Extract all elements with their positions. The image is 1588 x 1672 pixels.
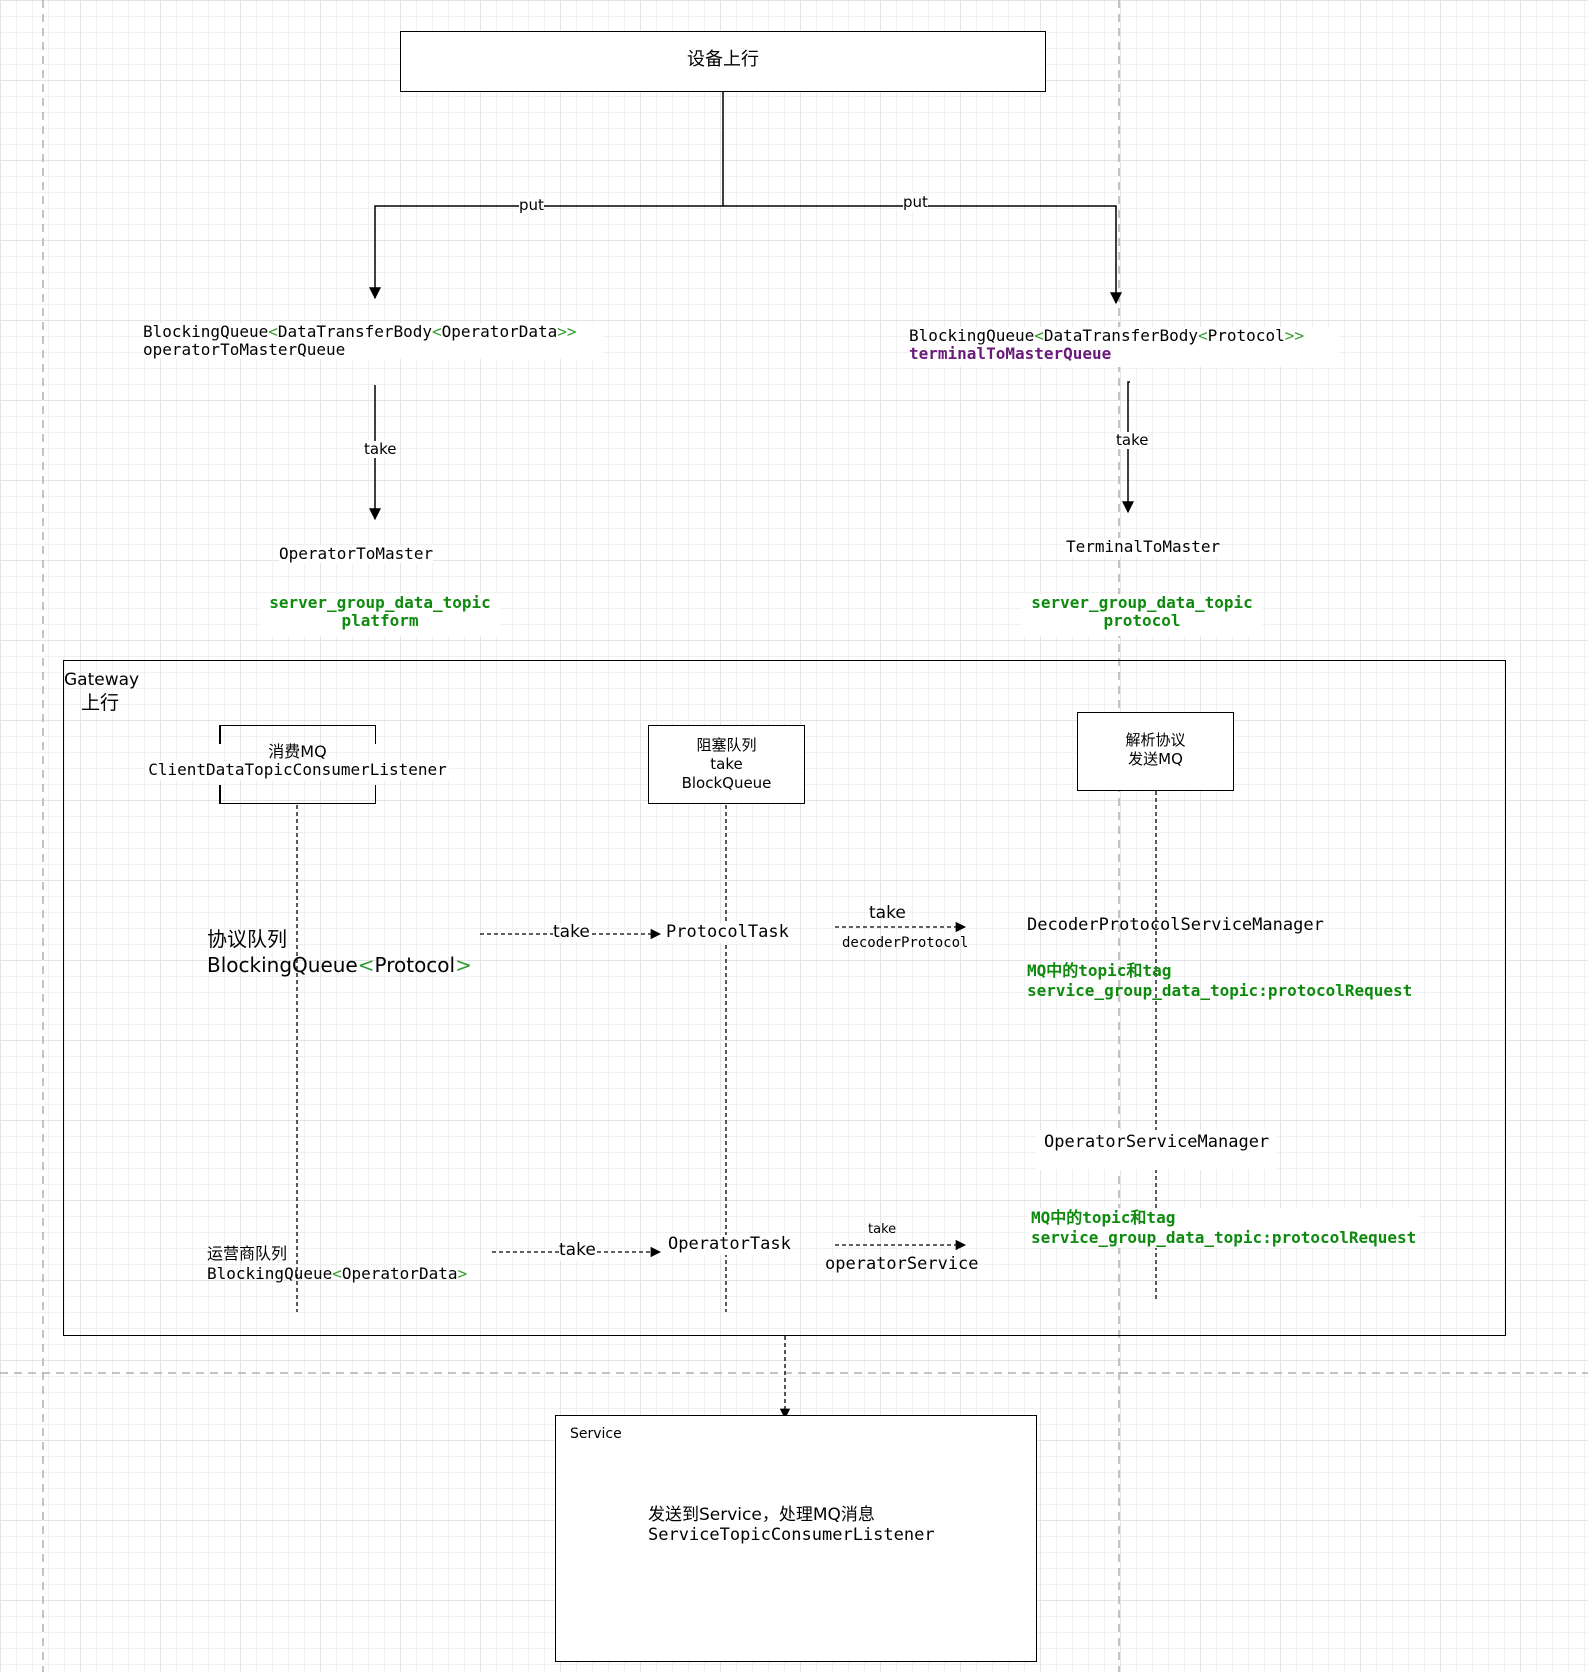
block-line2: take [710, 755, 743, 773]
right-queue-lt1: < [1034, 326, 1044, 345]
left-queue-lt1: < [268, 322, 278, 341]
take-operator-label: take [559, 1240, 596, 1261]
right-queue-var: terminalToMasterQueue [909, 344, 1112, 364]
left-queue-param: OperatorData [441, 322, 558, 341]
decoder-protocol-label: decoderProtocol [842, 935, 969, 951]
device-upstream-node[interactable]: 设备上行 [400, 31, 1046, 92]
take-protocol-label: take [553, 922, 590, 943]
service-description: 发送到Service，处理MQ消息 ServiceTopicConsumerLi… [648, 1505, 935, 1545]
parse-line2: 发送MQ [1128, 750, 1183, 768]
left-queue-inner: DataTransferBody [277, 322, 432, 341]
left-master-topic-name: server_group_data_topic [269, 593, 491, 612]
right-queue-lt2: < [1198, 326, 1208, 345]
consumer-mq-box[interactable] [219, 725, 376, 804]
take-right-connector [1122, 381, 1134, 514]
block-queue-label: 阻塞队列 take BlockQueue [649, 736, 804, 793]
consumer-mq-label: 消费MQ ClientDataTopicConsumerListener [120, 742, 475, 781]
take-service-label: take [868, 1222, 897, 1237]
mq1-line2: service_group_data_topic:protocolRequest [1027, 981, 1413, 1000]
protocol-task-label: ProtocolTask [664, 922, 791, 943]
right-master-topic-tag: protocol [1103, 611, 1181, 631]
protocol-queue-lt: < [357, 953, 375, 977]
take-left-label: take [364, 440, 397, 459]
mq-topic-tag-2: MQ中的topic和tag service_group_data_topic:p… [1029, 1208, 1419, 1248]
left-queue-lt2: < [432, 322, 442, 341]
operator-queue-lt: < [332, 1264, 342, 1283]
block-line1: 阻塞队列 [696, 736, 757, 754]
operator-task-label: OperatorTask [666, 1234, 793, 1255]
protocol-queue-label: 协议队列 BlockingQueue<Protocol> [207, 926, 472, 978]
protocol-queue-param: Protocol [374, 953, 456, 977]
protocol-queue-line1: 协议队列 [207, 927, 287, 951]
right-master-topic-name: server_group_data_topic [1031, 593, 1253, 612]
put-right-label: put [903, 193, 928, 212]
parse-protocol-box[interactable]: 解析协议 发送MQ [1077, 712, 1234, 791]
terminal-to-master-queue: BlockingQueue<DataTransferBody<Protocol>… [909, 326, 1339, 367]
gateway-container[interactable]: Gateway 上行 [63, 660, 1506, 1336]
parse-line1: 解析协议 [1125, 731, 1186, 749]
right-queue-gt: >> [1284, 326, 1304, 345]
right-master-topic: server_group_data_topic protocol [1022, 593, 1262, 636]
right-queue-param: Protocol [1207, 326, 1285, 345]
service-line2: ServiceTopicConsumerListener [648, 1525, 935, 1545]
terminal-to-master-label: TerminalToMaster [1066, 537, 1221, 557]
block-line3: BlockQueue [681, 774, 772, 792]
consumer-line2: ClientDataTopicConsumerListener [146, 760, 449, 780]
left-queue-type: BlockingQueue [143, 322, 269, 341]
protocol-queue-gt: > [455, 953, 472, 977]
parse-protocol-label: 解析协议 发送MQ [1078, 731, 1233, 769]
mq-topic-tag-1: MQ中的topic和tag service_group_data_topic:p… [1027, 961, 1412, 1001]
consumer-line1: 消费MQ [268, 742, 327, 761]
right-queue-inner: DataTransferBody [1043, 326, 1198, 345]
right-queue-type: BlockingQueue [909, 326, 1035, 345]
service-line1: 发送到Service，处理MQ消息 [648, 1505, 875, 1525]
put-left-connector [369, 92, 724, 300]
operator-queue-gt: > [457, 1264, 468, 1283]
operator-queue-type: BlockingQueue [207, 1264, 333, 1283]
mq2-line2: service_group_data_topic:protocolRequest [1031, 1228, 1417, 1247]
operator-queue-param: OperatorData [341, 1264, 458, 1283]
mq2-line1: MQ中的topic和tag [1031, 1208, 1176, 1227]
service-title: Service [570, 1426, 622, 1442]
protocol-queue-type: BlockingQueue [207, 953, 358, 977]
operator-to-master-queue: BlockingQueue<DataTransferBody<OperatorD… [143, 322, 603, 360]
left-master-topic-tag: platform [341, 611, 419, 631]
operator-service-label: operatorService [825, 1254, 979, 1274]
decoder-manager-label: DecoderProtocolServiceManager [1027, 915, 1324, 935]
gateway-subtitle: 上行 [81, 692, 120, 714]
gateway-title: Gateway [64, 670, 140, 690]
operator-to-master-label: OperatorToMaster [279, 544, 434, 564]
take-right-label: take [1116, 431, 1149, 450]
take-decoder-label: take [869, 903, 906, 923]
operator-queue-line1: 运营商队列 [207, 1244, 288, 1263]
operator-manager-label: OperatorServiceManager [1036, 1130, 1278, 1170]
service-box[interactable]: Service 发送到Service，处理MQ消息 ServiceTopicCo… [555, 1415, 1037, 1662]
operator-queue-label: 运营商队列 BlockingQueue<OperatorData> [207, 1244, 467, 1284]
mq1-line1: MQ中的topic和tag [1027, 961, 1172, 980]
put-left-label: put [519, 196, 544, 215]
put-right-connector [723, 205, 1122, 305]
block-queue-box[interactable]: 阻塞队列 take BlockQueue [648, 725, 805, 804]
left-queue-gt: >> [557, 322, 577, 341]
left-queue-var: operatorToMasterQueue [143, 340, 346, 360]
left-master-topic: server_group_data_topic platform [260, 593, 500, 636]
device-upstream-label: 设备上行 [687, 49, 759, 70]
